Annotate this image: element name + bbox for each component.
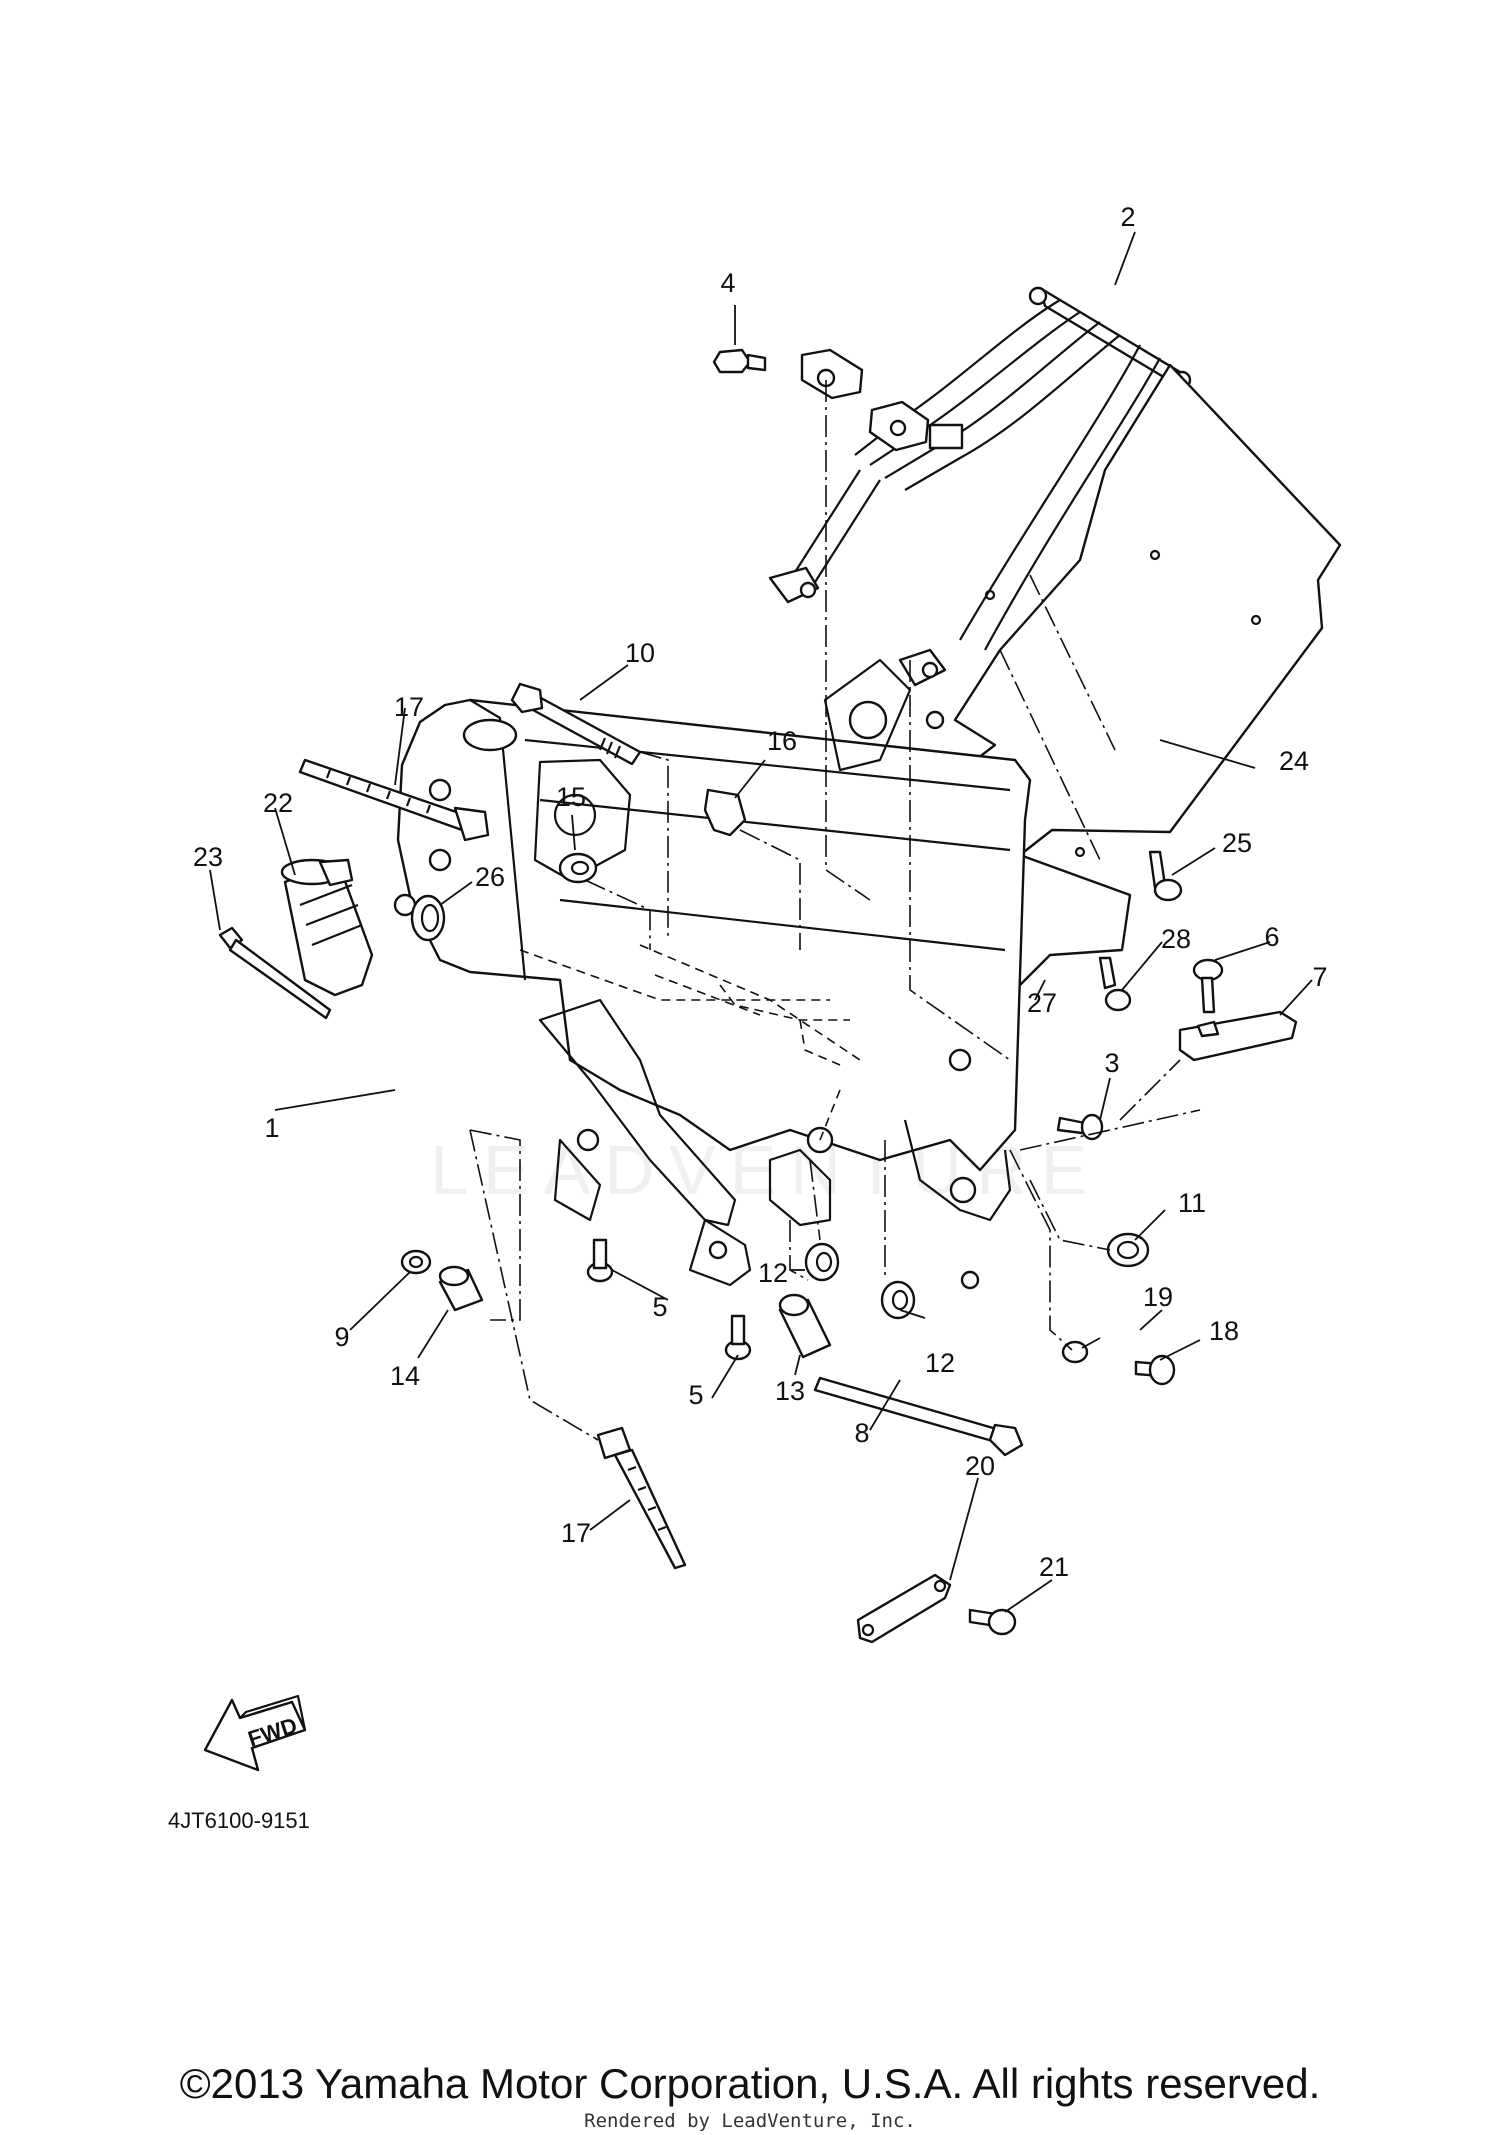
part-26-grommet[interactable] [410,894,446,942]
copyright-notice: ©2013 Yamaha Motor Corporation, U.S.A. A… [179,2060,1321,2107]
part-14-collar[interactable] [438,1265,484,1312]
part-2-rear-frame[interactable] [768,286,1192,687]
rendered-by: Rendered by LeadVenture, Inc. [584,2110,916,2132]
callout-9: 9 [334,1322,349,1352]
callout-6: 6 [1264,922,1279,952]
callout-22: 22 [263,788,293,818]
callout-12-left: 12 [758,1258,788,1288]
callout-25: 25 [1222,828,1252,858]
callout-5-left: 5 [652,1292,667,1322]
callouts: 2 4 10 17 16 22 15 24 23 26 25 28 6 7 27… [193,202,1328,1582]
part-4-bolt[interactable] [712,348,767,374]
part-6-bolt[interactable] [1192,958,1224,1014]
callout-7: 7 [1312,962,1327,992]
callout-19: 19 [1143,1282,1173,1312]
part-8-bolt[interactable] [813,1376,1024,1457]
callout-21: 21 [1039,1552,1069,1582]
callout-18: 18 [1209,1316,1239,1346]
assembly-lines [469,380,1201,1441]
part-18-bolt[interactable] [1134,1354,1176,1386]
part-12-damper-right[interactable] [880,1280,916,1320]
callout-10: 10 [625,638,655,668]
part-17-cable-tie-top[interactable] [298,758,490,842]
part-23-cable-tie[interactable] [218,926,332,1020]
hidden-outlines [519,944,861,1141]
callout-23: 23 [193,842,223,872]
leader-lines [209,231,1313,1613]
callout-28: 28 [1161,924,1191,954]
part-3-bolt[interactable] [1056,1113,1104,1141]
part-9-nut[interactable] [400,1249,432,1275]
part-15-damper[interactable] [558,852,598,884]
part-5-bolt-right[interactable] [724,1314,752,1361]
callout-15: 15 [556,782,586,812]
part-5-bolt-left[interactable] [586,1238,614,1283]
fwd-arrow-icon: FWD [203,1694,307,1772]
callout-12-right: 12 [925,1348,955,1378]
callout-13: 13 [775,1376,805,1406]
callout-1: 1 [264,1113,279,1143]
callout-3: 3 [1104,1048,1119,1078]
part-7-pad[interactable] [1178,1010,1298,1062]
part-25-bolt[interactable] [1148,850,1183,902]
callout-24: 24 [1279,746,1309,776]
part-11-nut[interactable] [1106,1232,1150,1268]
callout-4: 4 [720,268,735,298]
callout-26: 26 [475,862,505,892]
callout-16: 16 [767,726,797,756]
callout-20: 20 [965,1451,995,1481]
part-28-bolt[interactable] [1098,956,1132,1012]
callout-14: 14 [390,1361,420,1391]
part-13-spacer[interactable] [778,1293,832,1359]
part-17-cable-tie-bottom[interactable] [596,1426,687,1570]
part-21-bolt[interactable] [968,1608,1017,1636]
part-1-main-frame[interactable] [393,658,1032,1290]
callout-27: 27 [1027,988,1057,1018]
callout-2: 2 [1120,202,1135,232]
part-20-bracket[interactable] [856,1573,952,1644]
callout-17-bottom: 17 [561,1518,591,1548]
callout-17-top: 17 [394,692,424,722]
callout-11: 11 [1178,1188,1206,1218]
part-12-damper-left[interactable] [804,1242,840,1282]
callout-8: 8 [854,1418,869,1448]
part-10-bolt[interactable] [510,682,642,766]
diagram-code: 4JT6100-9151 [168,1808,310,1833]
callout-5-right: 5 [688,1380,703,1410]
part-22-bottle[interactable] [280,858,374,997]
